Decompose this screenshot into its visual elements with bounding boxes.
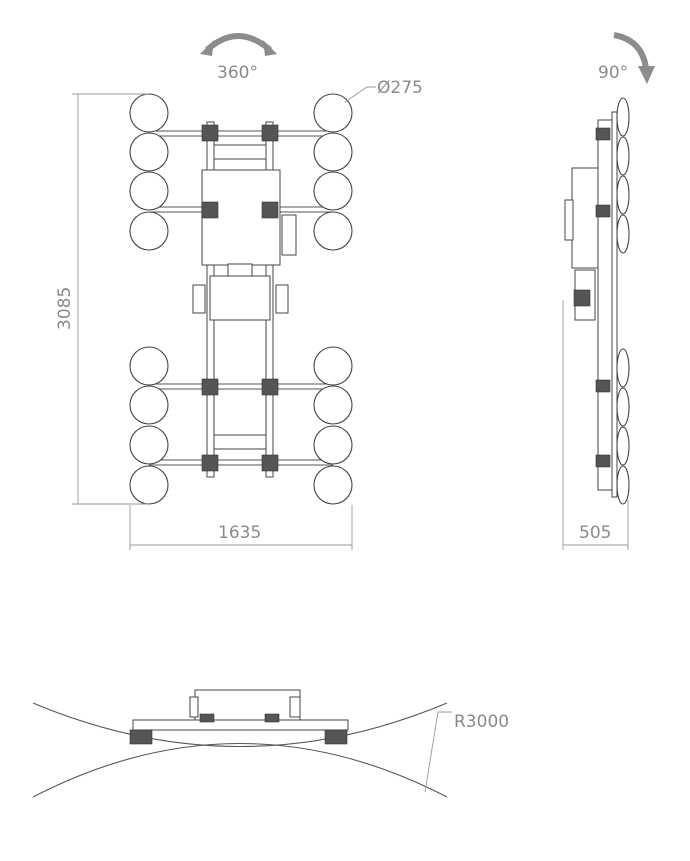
suction-pads — [129, 93, 353, 505]
width-label: 1635 — [218, 523, 261, 543]
curved-glass-view — [32, 689, 452, 798]
front-view — [129, 86, 376, 505]
height-label: 3085 — [55, 287, 75, 330]
depth-dimension — [562, 300, 629, 550]
side-view — [564, 97, 630, 505]
rotation-90-label: 90° — [598, 63, 628, 83]
rotation-360-label: 360° — [217, 63, 258, 83]
depth-label: 505 — [579, 523, 611, 543]
rotation-90-arrow-icon — [613, 32, 655, 84]
radius-label: R3000 — [454, 712, 509, 732]
rotation-360-arrow-icon — [200, 33, 277, 56]
pad-diameter-label: Ø275 — [377, 78, 423, 98]
width-dimension — [129, 505, 353, 550]
height-dimension — [72, 93, 148, 505]
